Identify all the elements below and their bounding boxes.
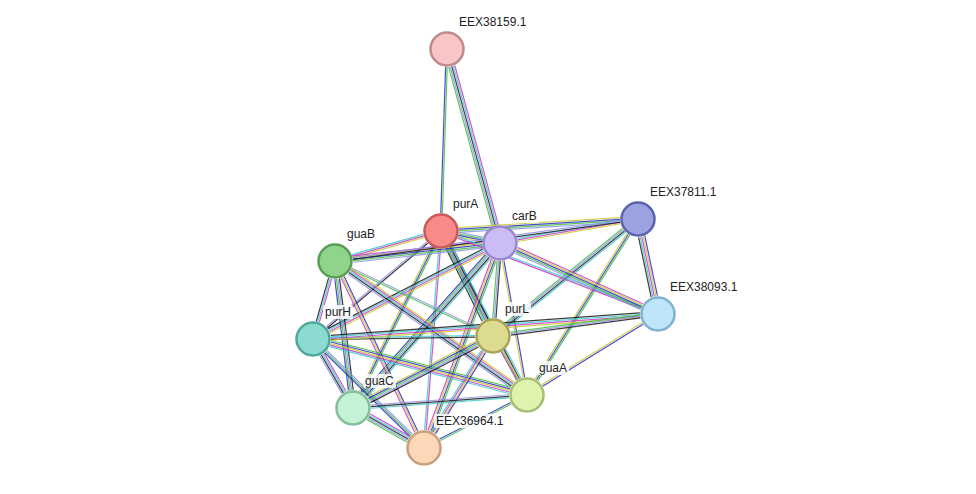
interaction-edge (515, 247, 643, 309)
interaction-edge (501, 351, 518, 380)
node-label: carB (510, 209, 539, 223)
evidence-line (542, 323, 642, 385)
evidence-line (353, 222, 620, 259)
evidence-line (515, 253, 640, 309)
interaction-edge (517, 221, 620, 242)
protein-node: EEX37811.1 (620, 201, 656, 237)
interaction-edge (535, 233, 630, 380)
node-label: purA (451, 197, 480, 211)
evidence-line (369, 415, 409, 437)
evidence-line (330, 344, 509, 391)
evidence-line (503, 351, 519, 379)
interaction-edge (449, 66, 499, 227)
evidence-line (330, 253, 485, 333)
interaction-edge (325, 350, 413, 436)
interaction-edge (371, 395, 509, 409)
protein-node: purH (295, 321, 331, 357)
evidence-line (369, 417, 409, 439)
evidence-line (325, 353, 410, 437)
node-label: guaA (537, 361, 569, 375)
evidence-line (367, 420, 407, 442)
node-label: guaB (345, 227, 377, 241)
evidence-line (516, 252, 641, 308)
evidence-line (369, 344, 477, 400)
evidence-line (537, 234, 629, 380)
protein-node: EEX38159.1 (429, 31, 465, 67)
interaction-edge (639, 236, 658, 297)
protein-node: EEX36964.1 (406, 430, 442, 466)
evidence-line (518, 247, 643, 303)
interaction-edge (353, 221, 621, 260)
node-label: guaC (363, 374, 396, 388)
interaction-edge (441, 67, 447, 213)
interaction-edge (368, 341, 479, 402)
evidence-line (511, 318, 640, 335)
protein-node: purA (423, 213, 459, 249)
evidence-line (640, 237, 653, 297)
protein-node: guaC (335, 390, 371, 426)
node-circle (429, 31, 465, 67)
evidence-line (511, 315, 640, 332)
node-circle (509, 377, 545, 413)
protein-node: EEX38093.1 (640, 296, 676, 332)
evidence-line (449, 67, 493, 226)
evidence-line (450, 67, 494, 226)
protein-node: carB (482, 225, 518, 261)
evidence-line (535, 233, 627, 379)
evidence-line (511, 316, 640, 333)
node-circle (335, 390, 371, 426)
evidence-line (371, 396, 509, 406)
node-circle (423, 213, 459, 249)
evidence-line (441, 67, 446, 213)
node-circle (475, 318, 511, 354)
protein-node: guaA (509, 377, 545, 413)
protein-node: purL (475, 318, 511, 354)
evidence-line (371, 395, 509, 405)
node-circle (640, 296, 676, 332)
interaction-edge (367, 414, 410, 442)
node-label: purH (323, 305, 353, 319)
evidence-line (501, 352, 517, 380)
node-label: EEX38159.1 (457, 15, 528, 29)
interaction-edge (493, 261, 500, 318)
node-label: purL (503, 302, 531, 316)
node-circle (620, 201, 656, 237)
node-label: EEX37811.1 (648, 185, 719, 199)
node-circle (482, 225, 518, 261)
interaction-edge (542, 323, 643, 386)
node-label: EEX36964.1 (434, 414, 505, 428)
interaction-edge (511, 315, 641, 335)
evidence-line (326, 352, 411, 436)
evidence-line (543, 324, 643, 386)
node-circle (295, 321, 331, 357)
node-label: EEX38093.1 (668, 280, 739, 294)
evidence-line (642, 237, 655, 297)
protein-node: guaB (317, 243, 353, 279)
evidence-line (452, 66, 496, 225)
evidence-line (516, 250, 641, 306)
evidence-line (639, 237, 652, 297)
evidence-line (368, 418, 408, 440)
node-circle (406, 430, 442, 466)
node-circle (317, 243, 353, 279)
evidence-line (517, 249, 642, 305)
